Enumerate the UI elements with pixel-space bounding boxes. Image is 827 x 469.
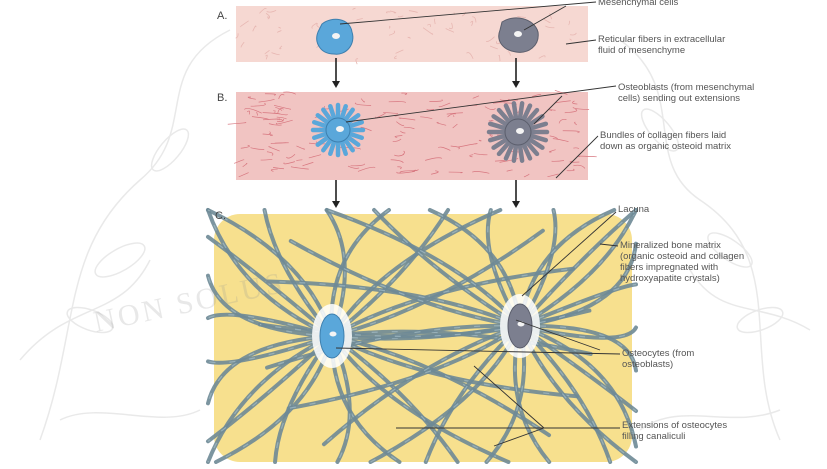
label-osteocytes: Osteocytes (from osteoblasts)	[622, 348, 694, 370]
label-reticular-fibers: Reticular fibers in extracellular fluid …	[598, 34, 725, 56]
label-osteoblasts: Osteoblasts (from mesenchymal cells) sen…	[618, 82, 754, 104]
label-collagen-bundles: Bundles of collagen fibers laid down as …	[600, 130, 731, 152]
label-lacuna: Lacuna	[618, 204, 649, 215]
panel-label-c: C.	[215, 210, 226, 222]
label-mineralized-matrix: Mineralized bone matrix (organic osteoid…	[620, 240, 744, 284]
mesenchymal-cell-icon	[499, 18, 538, 52]
mesenchymal-cell-icon	[317, 19, 353, 54]
panel-label-b: B.	[217, 92, 227, 104]
label-mesenchymal-cells: Mesenchymal cells	[598, 0, 678, 8]
label-extensions: Extensions of osteocytes filling canalic…	[622, 420, 727, 442]
osteocyte-icon	[312, 304, 352, 368]
panel-label-a: A.	[217, 10, 227, 22]
